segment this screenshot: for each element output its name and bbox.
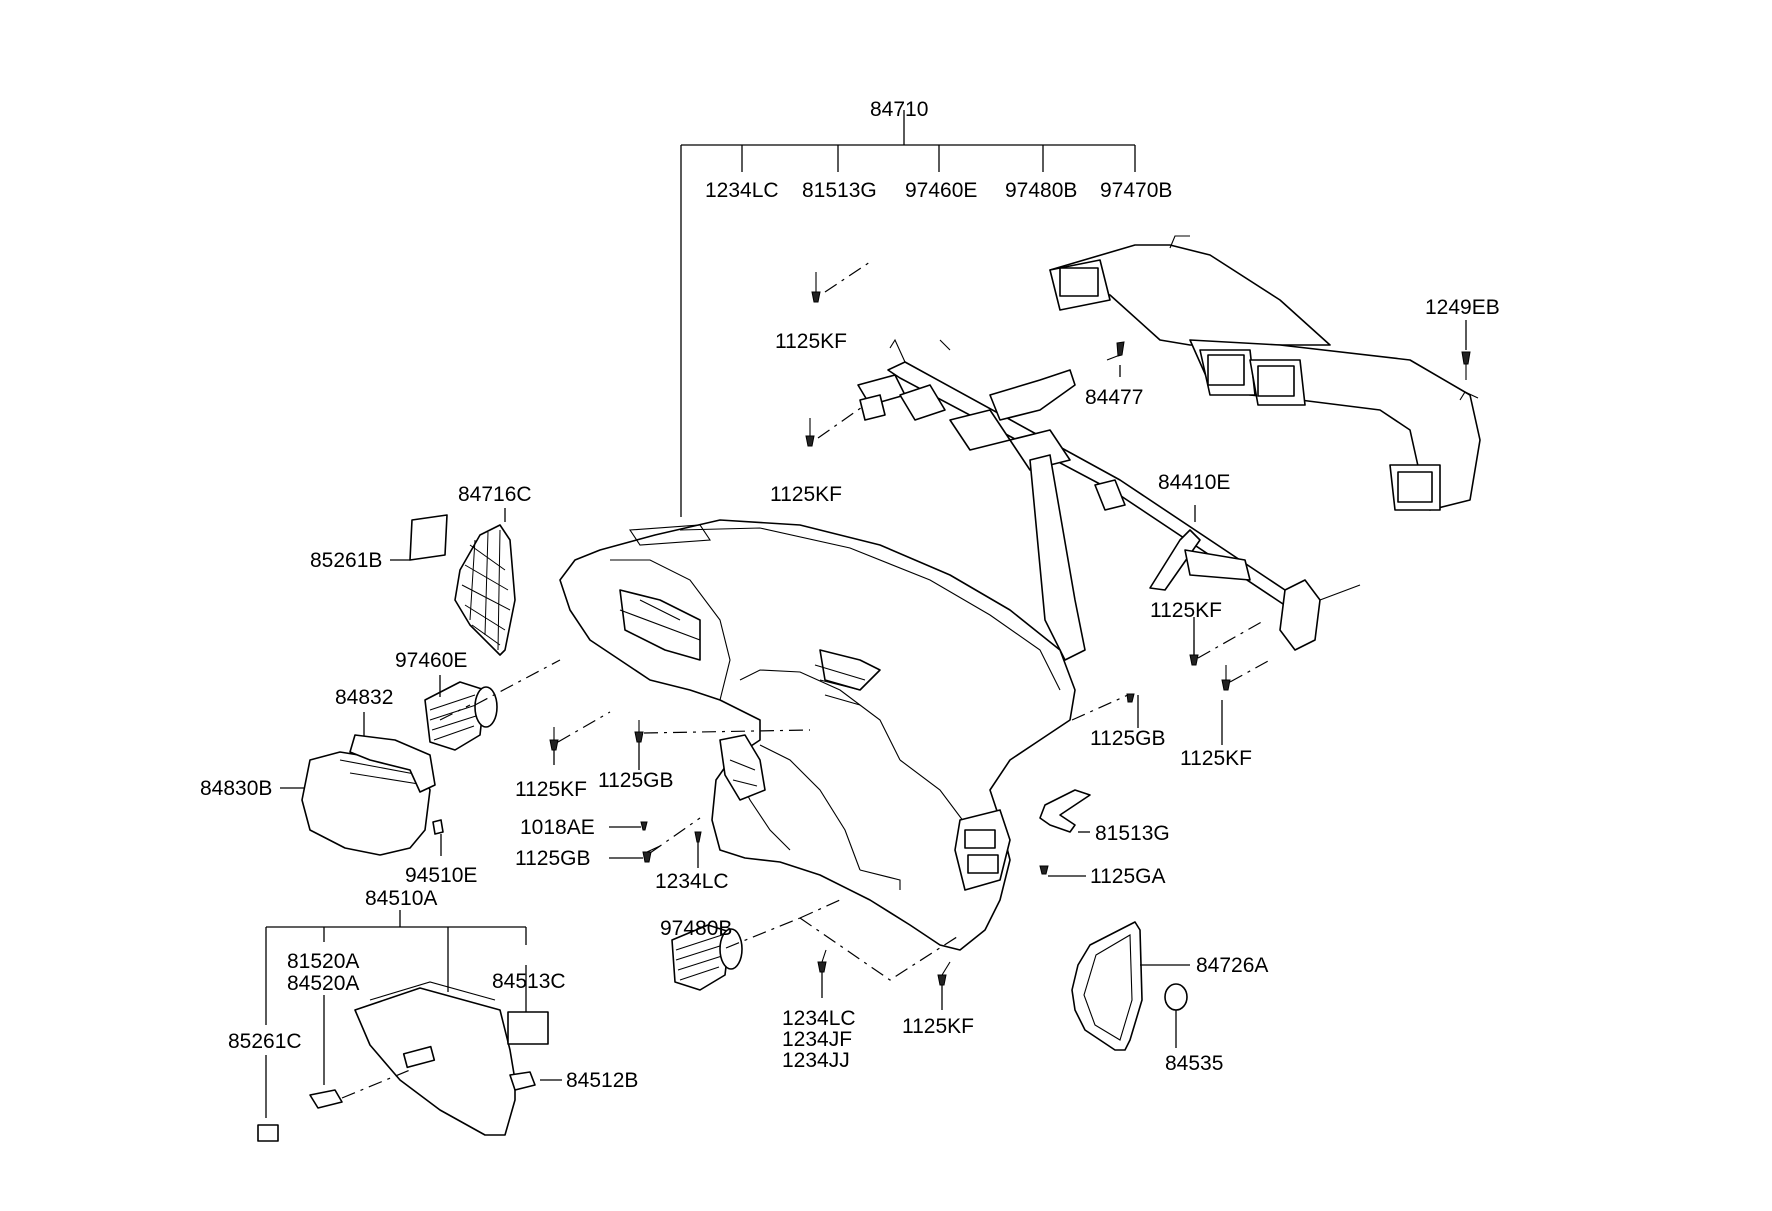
label-84513c[interactable]: 84513C: [492, 970, 566, 993]
label-84830b[interactable]: 84830B: [200, 777, 272, 800]
label-1234jf[interactable]: 1234JF: [782, 1028, 852, 1051]
label-94510e[interactable]: 94510E: [405, 864, 477, 887]
label-97480b-sub[interactable]: 97480B: [1005, 179, 1077, 202]
assembly-dashed-lines: [341, 261, 1271, 1099]
label-81513g-sub[interactable]: 81513G: [802, 179, 877, 202]
label-84512b[interactable]: 84512B: [566, 1069, 638, 1092]
label-84477[interactable]: 84477: [1085, 386, 1143, 409]
side-cover-84726a: [1071, 921, 1188, 1051]
label-1234jj[interactable]: 1234JJ: [782, 1049, 850, 1072]
label-84832[interactable]: 84832: [335, 686, 393, 709]
label-97480b[interactable]: 97480B: [660, 917, 732, 940]
label-1125ga[interactable]: 1125GA: [1090, 865, 1166, 888]
label-1125kf-b[interactable]: 1125KF: [770, 483, 842, 506]
label-85261c[interactable]: 85261C: [228, 1030, 302, 1053]
assembly-84710-tree: [680, 110, 1136, 517]
crash-pad-main: [559, 519, 1076, 951]
vent-97480b: [671, 924, 743, 991]
label-84726a[interactable]: 84726A: [1196, 954, 1268, 977]
label-1125gb-r[interactable]: 1125GB: [1090, 727, 1166, 750]
cluster-fascia-84830b: [301, 734, 444, 856]
label-1018ae[interactable]: 1018AE: [520, 816, 595, 839]
assembly-84510a-tree: [265, 910, 527, 1118]
label-84710[interactable]: 84710: [870, 98, 928, 121]
vent-97460e: [424, 681, 498, 751]
label-97470b-sub[interactable]: 97470B: [1100, 179, 1172, 202]
label-1234lc-b[interactable]: 1234LC: [782, 1007, 856, 1030]
label-81513g[interactable]: 81513G: [1095, 822, 1170, 845]
label-1249eb[interactable]: 1249EB: [1425, 296, 1500, 319]
leader-lines: [280, 320, 1467, 1081]
label-1234lc-sub[interactable]: 1234LC: [705, 179, 779, 202]
label-1125gb-a[interactable]: 1125GB: [598, 769, 674, 792]
fasteners: [549, 272, 1471, 986]
label-81520a[interactable]: 81520A: [287, 950, 359, 973]
cross-member-84410e: [857, 338, 1361, 661]
part-labels: 84710 1234LC 81513G 97460E 97480B 97470B…: [200, 98, 1500, 1092]
label-1125kf-f[interactable]: 1125KF: [902, 1015, 974, 1038]
label-84510a[interactable]: 84510A: [365, 887, 437, 910]
side-panel-84716c: [409, 514, 516, 656]
label-1125kf-d[interactable]: 1125KF: [1180, 747, 1252, 770]
label-1125kf-c[interactable]: 1125KF: [1150, 599, 1222, 622]
label-1125kf-a[interactable]: 1125KF: [775, 330, 847, 353]
label-84535[interactable]: 84535: [1165, 1052, 1223, 1075]
bracket-81513g: [1039, 789, 1091, 833]
label-97460e-sub[interactable]: 97460E: [905, 179, 977, 202]
label-1234lc[interactable]: 1234LC: [655, 870, 729, 893]
label-84716c[interactable]: 84716C: [458, 483, 532, 506]
label-97460e[interactable]: 97460E: [395, 649, 467, 672]
label-85261b[interactable]: 85261B: [310, 549, 382, 572]
label-1125gb-b[interactable]: 1125GB: [515, 847, 591, 870]
glove-box-84510a: [257, 981, 549, 1142]
label-84410e[interactable]: 84410E: [1158, 471, 1230, 494]
air-duct-97470b: [1049, 235, 1481, 511]
label-84520a[interactable]: 84520A: [287, 972, 359, 995]
label-1125kf-e[interactable]: 1125KF: [515, 778, 587, 801]
